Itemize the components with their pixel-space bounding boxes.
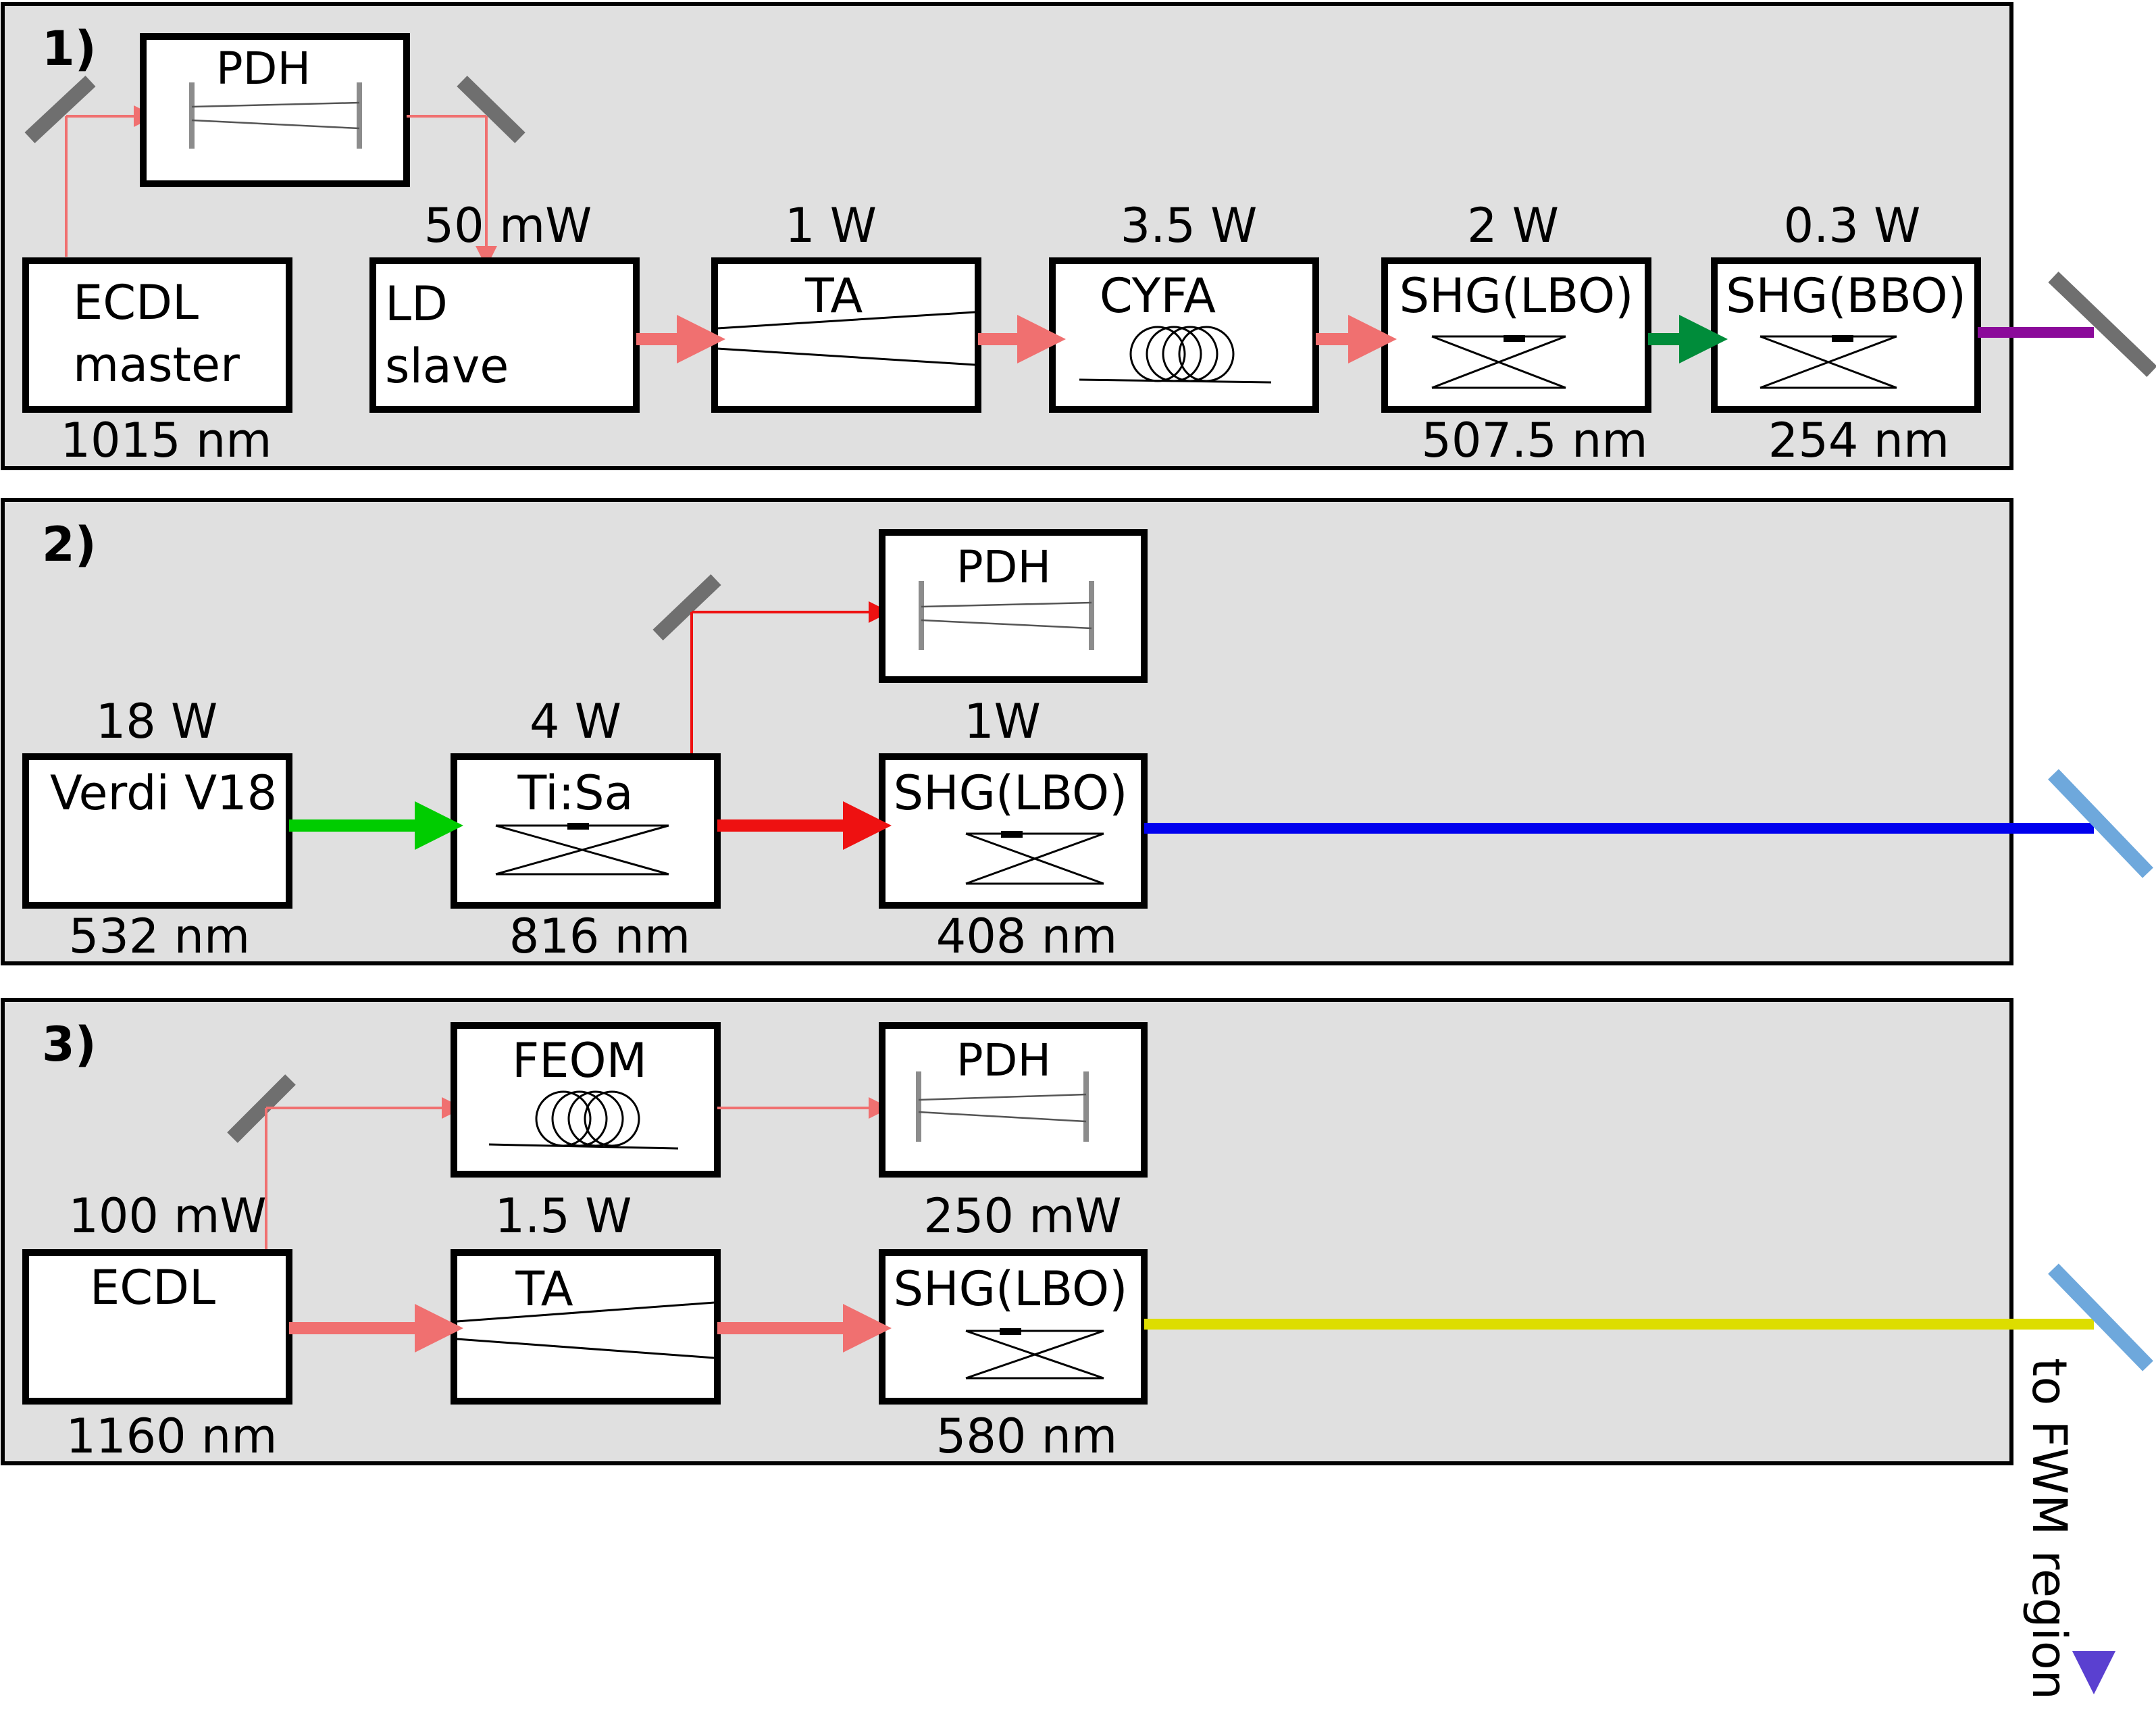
ecdl-box: ECDL: [22, 1249, 292, 1405]
slave-label: slave: [385, 338, 509, 394]
ta-label: TA: [804, 268, 863, 324]
verdi-box: Verdi V18: [22, 753, 292, 909]
power-label: 18 W: [96, 694, 218, 749]
shg-lbo-label: SHG(LBO): [894, 1261, 1128, 1317]
pdh-cavity-box: PDH: [879, 1022, 1148, 1178]
shg-bbo-box: SHG(BBO): [1711, 257, 1981, 413]
mirror: [227, 1074, 296, 1143]
output-label: to FWM region: [2022, 1358, 2077, 1700]
wavelength-label: 816 nm: [509, 909, 690, 964]
pdh-cavity-box: PDH: [879, 529, 1148, 683]
bowtie-cavity-icon: [1760, 335, 1897, 389]
output-beam-path: to FWM region: [1144, 272, 2156, 1700]
shg-lbo-label: SHG(LBO): [894, 765, 1128, 821]
tisa-label: Ti:Sa: [517, 765, 634, 821]
dichroic-mirror: [2048, 769, 2153, 878]
feom-label: FEOM: [512, 1033, 647, 1088]
wavelength-label: 254 nm: [1768, 413, 1949, 468]
shg-lbo-box: SHG(LBO): [1381, 257, 1651, 413]
section-1-panel: 1) PDH ECDL master LD slave: [1, 2, 2013, 470]
mirror: [2048, 272, 2156, 377]
section-1-label: 1): [42, 21, 97, 76]
fiber-coil-icon: [488, 1090, 679, 1150]
section-3-panel: 3) FEOM PDH ECDL: [1, 998, 2013, 1465]
pdh-label: PDH: [956, 541, 1051, 593]
power-label: 1W: [964, 694, 1041, 749]
power-label: 3.5 W: [1121, 198, 1258, 253]
master-label: master: [73, 337, 240, 393]
feom-box: FEOM: [451, 1022, 721, 1178]
pdh-label: PDH: [216, 43, 311, 95]
shg-bbo-label: SHG(BBO): [1726, 268, 1966, 324]
pdh-cavity-box: PDH: [140, 33, 410, 187]
power-label: 2 W: [1467, 198, 1559, 253]
power-label: 100 mW: [68, 1188, 266, 1244]
wavelength-label: 532 nm: [69, 909, 250, 964]
ecdl-label: ECDL: [73, 275, 199, 330]
bowtie-cavity-icon: [965, 1328, 1104, 1380]
shg-lbo-box: SHG(LBO): [879, 753, 1148, 909]
shg-lbo-box: SHG(LBO): [879, 1249, 1148, 1405]
bowtie-cavity-icon: [1431, 335, 1566, 389]
ecdl-label: ECDL: [90, 1260, 215, 1315]
power-label: 1.5 W: [495, 1188, 632, 1244]
dichroic-mirror: [2048, 1263, 2153, 1371]
wavelength-label: 1160 nm: [66, 1409, 278, 1464]
cyfa-label: CYFA: [1100, 268, 1216, 324]
fiber-coil-icon: [1079, 326, 1272, 384]
section-3-label: 3): [42, 1017, 97, 1072]
power-label: 1 W: [785, 198, 877, 253]
ta-box: TA: [711, 257, 981, 413]
mirror: [652, 574, 721, 640]
bowtie-cavity-icon: [965, 831, 1104, 885]
power-label: 0.3 W: [1784, 198, 1921, 253]
ta-box: TA: [451, 1249, 721, 1405]
mirror: [24, 75, 96, 144]
ld-slave-box: LD slave: [369, 257, 640, 413]
ta-label: TA: [515, 1261, 573, 1317]
wavelength-label: 1015 nm: [61, 413, 272, 468]
ecdl-master-box: ECDL master: [22, 257, 292, 413]
power-label: 4 W: [530, 694, 621, 749]
cyfa-box: CYFA: [1049, 257, 1319, 413]
wavelength-label: 507.5 nm: [1421, 413, 1647, 468]
section-2-panel: 2) PDH Verdi V18 Ti:Sa: [1, 498, 2013, 965]
ld-label: LD: [385, 276, 448, 332]
tisa-box: Ti:Sa: [451, 753, 721, 909]
power-label: 50 mW: [424, 198, 592, 253]
section-2-label: 2): [42, 517, 97, 572]
wavelength-label: 408 nm: [936, 909, 1117, 964]
bowtie-cavity-icon: [495, 823, 669, 876]
mirror: [457, 76, 525, 143]
power-label: 250 mW: [923, 1188, 1121, 1244]
shg-lbo-label: SHG(LBO): [1400, 268, 1634, 324]
pdh-label: PDH: [956, 1034, 1051, 1086]
verdi-label: Verdi V18: [50, 765, 277, 821]
wavelength-label: 580 nm: [936, 1409, 1117, 1464]
